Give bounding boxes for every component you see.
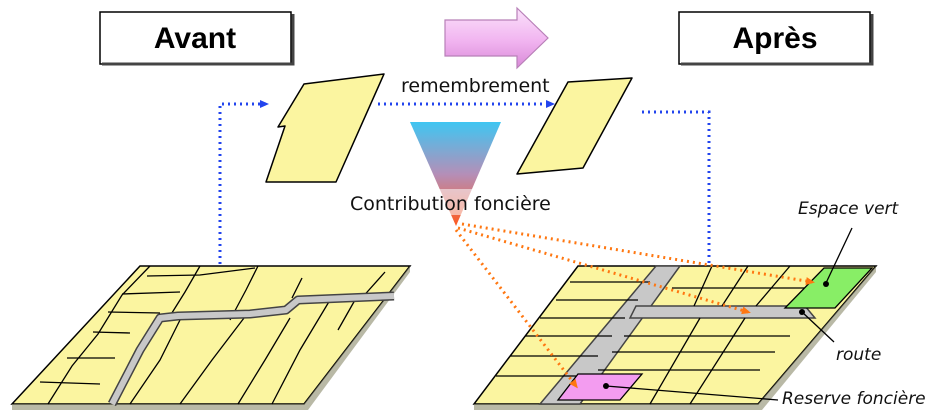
before-label-box: Avant [99, 11, 295, 66]
contribution-triangle [410, 122, 501, 226]
orange-arrow-road [457, 226, 751, 315]
reserve-parcel [556, 373, 644, 401]
contribution-label: Contribution foncière [350, 193, 551, 215]
after-label-box: Après [678, 11, 874, 66]
blue-arrow-right [642, 110, 713, 336]
parcel-after [516, 77, 633, 175]
before-label: Avant [154, 22, 236, 55]
after-label: Après [732, 22, 817, 55]
green-space-leader [825, 227, 853, 284]
road-label: route [836, 345, 881, 365]
land-map-after [472, 265, 878, 410]
parcel-before [265, 73, 385, 183]
process-direction-arrow [444, 6, 549, 70]
reserve-leader [605, 385, 779, 401]
road-leader [801, 311, 835, 343]
orange-arrow-green-space [461, 222, 815, 285]
green-space-parcel [783, 267, 874, 309]
process-label: remembrement [401, 75, 550, 97]
reserve-label: Reserve foncière [782, 389, 926, 409]
green-space-label: Espace vert [798, 199, 900, 219]
land-map-before [10, 265, 412, 410]
